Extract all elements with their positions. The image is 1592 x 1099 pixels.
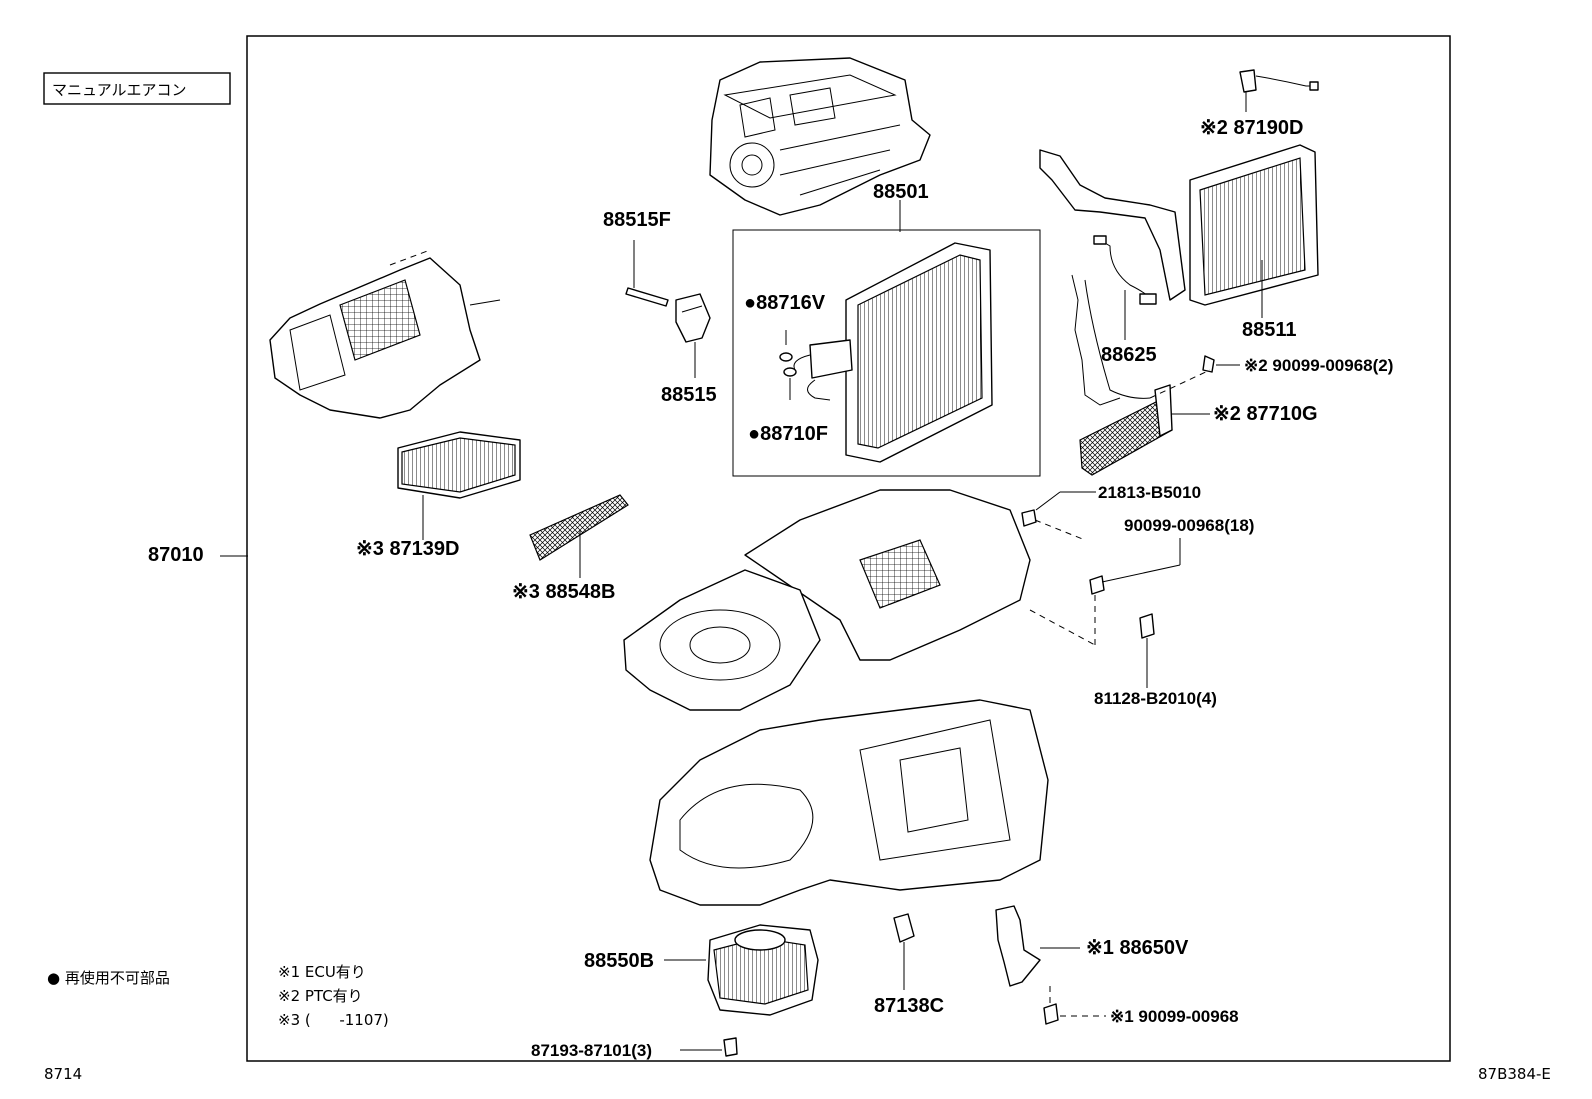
left-case [269, 249, 501, 419]
screw-90099-1 [1043, 986, 1106, 1025]
legend-reuse: ● 再使用不可部品 [47, 969, 170, 987]
page-code: 8714 [44, 1065, 82, 1083]
label-87010: 87010 [148, 544, 204, 566]
label-90099-18: 90099-00968(18) [1124, 516, 1254, 535]
label-87139d: ※3 87139D [356, 538, 460, 560]
legend-note2: ※2 PTC有り [278, 987, 363, 1005]
label-88548b: ※3 88548B [512, 581, 616, 603]
lower-case [649, 699, 1049, 906]
label-88710f: ●88710F [748, 423, 828, 445]
label-87138c: 87138C [874, 995, 944, 1017]
clip-87138c [893, 913, 915, 990]
expansion-valve-88515 [675, 293, 711, 378]
label-87710g: ※2 87710G [1213, 403, 1318, 425]
o-ring-88716v [779, 330, 793, 362]
evaporator [793, 242, 993, 463]
label-88550b: 88550B [584, 950, 654, 972]
label-90099-2: ※2 90099-00968(2) [1244, 356, 1393, 375]
figure-code: 87B384-E [1478, 1065, 1551, 1083]
blower-88550b [664, 924, 819, 1016]
screw-87193 [680, 1037, 738, 1057]
label-88515f: 88515F [603, 209, 671, 231]
svg-text:マニュアルエアコン: マニュアルエアコン [52, 81, 187, 99]
label-90099-1: ※1 90099-00968 [1110, 1007, 1239, 1026]
sensor-87190d [1239, 69, 1319, 112]
filter-88548b [529, 494, 629, 578]
nut-81128 [1139, 613, 1155, 688]
screw-90099-18 [1029, 538, 1181, 646]
label-88716v: ●88716V [744, 292, 826, 314]
label-88625: 88625 [1101, 344, 1157, 366]
label-88650v: ※1 88650V [1086, 937, 1189, 959]
filter-87139d [397, 431, 521, 540]
label-81128: 81128-B2010(4) [1094, 689, 1217, 708]
label-88501: 88501 [873, 181, 929, 203]
label-88511: 88511 [1242, 319, 1297, 341]
screw-21813 [1021, 491, 1096, 541]
diagram-frame [246, 35, 1451, 1062]
label-87193: 87193-87101(3) [531, 1041, 652, 1060]
label-21813: 21813-B5010 [1098, 483, 1201, 502]
legend-note3: ※3 ( -1107) [278, 1011, 389, 1029]
heater-core-88511 [1039, 144, 1319, 318]
legend: ● 再使用不可部品 ※1 ECU有り ※2 PTC有り ※3 ( -1107) [47, 963, 389, 1029]
ptc-heater-87710g [1071, 274, 1211, 476]
o-ring-88710f [783, 367, 797, 400]
legend-note1: ※1 ECU有り [278, 963, 366, 981]
middle-case [623, 489, 1031, 711]
label-87190d: ※2 87190D [1200, 117, 1304, 139]
upper-case-88501 [709, 57, 931, 216]
bracket-88650v [995, 905, 1080, 987]
evaporator-subframe [732, 229, 1041, 477]
manual-aircon-tag: マニュアルエアコン [43, 72, 231, 105]
bolt-88515f [625, 240, 669, 307]
harness-88625 [1093, 235, 1157, 340]
screw-90099-2 [1202, 355, 1240, 373]
label-88515: 88515 [661, 384, 717, 406]
